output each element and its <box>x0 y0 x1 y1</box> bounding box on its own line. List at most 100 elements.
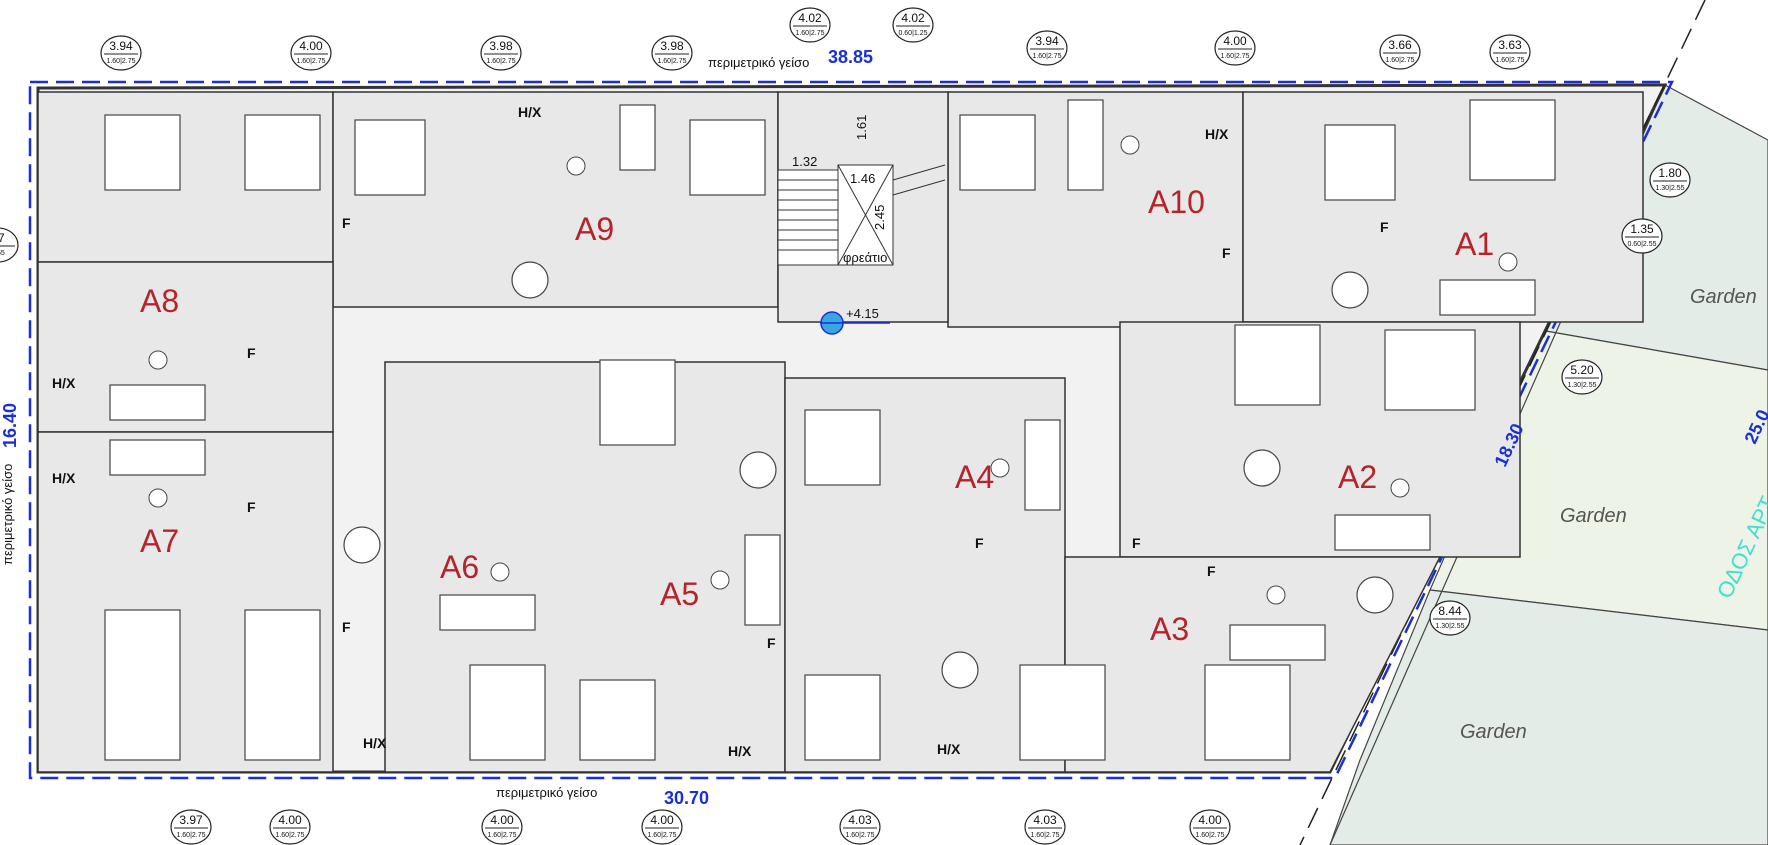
window-tag-size: 1.60|2.75 <box>1220 53 1249 60</box>
unit-label-a2: A2 <box>1338 459 1377 495</box>
window-tag-size: 1.60|2.75 <box>176 832 205 839</box>
window-tag-size: 1.30|2.55 <box>1655 185 1684 192</box>
window-tag-size: 1.60|2.75 <box>1495 57 1524 64</box>
window-tag: 3.63 1.60|2.75 <box>1489 34 1531 70</box>
fridge-marker: F <box>767 635 776 651</box>
window-tag: 972.55 <box>0 227 19 263</box>
window-tag: 3.981.60|2.75 <box>651 35 693 71</box>
window-tag: 3.98 1.60|2.75 <box>480 35 522 71</box>
unit-label-a10: A10 <box>1148 184 1205 220</box>
window-tag-width: 4.00 <box>1198 813 1222 827</box>
fridge-marker: F <box>1132 535 1141 551</box>
hx-marker: H/X <box>518 104 542 120</box>
fridge-marker: F <box>1380 219 1389 235</box>
unit-label-a4: A4 <box>955 459 994 495</box>
window-tag: 4.021.60|2.75 <box>789 7 831 43</box>
window-tag: 1.35 0.60|2.55 <box>1621 218 1663 254</box>
fridge-marker: F <box>975 535 984 551</box>
window-tag-size: 1.30|2.55 <box>1435 623 1464 630</box>
unit-label-a5: A5 <box>660 576 699 612</box>
window-tag-width: 8.44 <box>1438 604 1462 618</box>
window-tag: 4.00 1.60|2.75 <box>481 809 523 845</box>
window-tags-top: 3.941.60|2.754.001.60|2.753.981.60|2.753… <box>100 7 1531 71</box>
window-tag-size: 1.60|2.75 <box>275 832 304 839</box>
garden-label: Garden <box>1560 505 1627 527</box>
garden-label: Garden <box>1460 721 1527 743</box>
window-tag: 4.02 0.60|1.25 <box>892 7 934 43</box>
window-tag-width: 1.35 <box>1630 222 1654 236</box>
dimension-shaft-height: 2.45 <box>872 205 887 230</box>
window-tag-size: 1.60|2.75 <box>1195 832 1224 839</box>
window-tag-width: 97 <box>0 231 5 245</box>
window-tag: 3.94 1.60|2.75 <box>100 35 142 71</box>
hx-marker: H/X <box>363 735 387 751</box>
window-tag-width: 3.63 <box>1498 38 1522 52</box>
window-tag-size: 1.60|2.75 <box>1030 832 1059 839</box>
window-tag-size: 1.60|2.75 <box>106 58 135 65</box>
shaft-label: φρεάτιο <box>843 250 887 265</box>
level-label: +4.15 <box>846 306 879 321</box>
dimension-shaft-width: 1.46 <box>850 171 875 186</box>
dimension-top-total: 38.85 <box>828 47 873 67</box>
fridge-marker: F <box>247 345 256 361</box>
unit-label-a9: A9 <box>575 211 614 247</box>
unit-label-a1: A1 <box>1455 226 1494 262</box>
apartment-rooms <box>37 91 1644 773</box>
window-tag-size: 1.60|2.75 <box>1032 53 1061 60</box>
window-tag-size: 1.30|2.55 <box>1567 382 1596 389</box>
hx-marker: H/X <box>728 743 752 759</box>
unit-label-a7: A7 <box>140 523 179 559</box>
hx-marker: H/X <box>937 741 961 757</box>
window-tag-width: 4.03 <box>1033 813 1057 827</box>
dimension-stair-width: 1.32 <box>792 154 817 169</box>
window-tag-width: 4.00 <box>299 39 323 53</box>
fridge-marker: F <box>342 215 351 231</box>
unit-label-a6: A6 <box>440 549 479 585</box>
dimension-left-side: 16.40 <box>0 403 20 448</box>
window-tag-size: 1.60|2.75 <box>486 58 515 65</box>
window-tag: 8.44 1.30|2.55 <box>1429 600 1471 636</box>
perimeter-eave-bottom: περιμετρικό γείσο <box>496 785 597 800</box>
level-marker <box>820 311 890 335</box>
window-tag-width: 3.94 <box>1035 34 1059 48</box>
garden-label: Garden <box>1690 286 1757 308</box>
window-tag-width: 4.02 <box>798 11 822 25</box>
window-tag: 3.971.60|2.75 <box>170 809 212 845</box>
window-tag-width: 4.00 <box>1223 34 1247 48</box>
hx-marker: H/X <box>52 375 76 391</box>
window-tag-width: 4.00 <box>490 813 514 827</box>
window-tag-width: 4.02 <box>901 11 925 25</box>
window-tag: 4.001.60|2.75 <box>290 35 332 71</box>
window-tag-width: 4.00 <box>650 813 674 827</box>
window-tag-width: 3.98 <box>489 39 513 53</box>
window-tag-size: 1.60|2.75 <box>487 832 516 839</box>
window-tag-size: 1.60|2.75 <box>657 58 686 65</box>
hx-marker: H/X <box>1205 126 1229 142</box>
window-tag: 3.94 1.60|2.75 <box>1026 30 1068 66</box>
furniture <box>104 99 1556 761</box>
perimeter-eave-left: περιμετρικό γείσο <box>0 464 15 565</box>
window-tag-size: 1.60|2.75 <box>647 832 676 839</box>
unit-label-a8: A8 <box>140 283 179 319</box>
window-tag-width: 4.03 <box>848 813 872 827</box>
perimeter-eave-top: περιμετρικό γείσο <box>708 55 809 70</box>
window-tag-width: 1.80 <box>1658 166 1682 180</box>
window-tag: 1.80 1.30|2.55 <box>1649 162 1691 198</box>
hx-marker: H/X <box>52 470 76 486</box>
fridge-marker: F <box>247 499 256 515</box>
fridge-marker: F <box>1207 563 1216 579</box>
window-tag-width: 3.94 <box>109 39 133 53</box>
window-tag: 4.00 1.60|2.75 <box>641 809 683 845</box>
window-tag: 4.00 1.60|2.75 <box>1189 809 1231 845</box>
window-tag: 4.03 1.60|2.75 <box>1024 809 1066 845</box>
fridge-marker: F <box>342 619 351 635</box>
window-tag-size: 0.60|2.55 <box>1627 241 1656 248</box>
window-tag-size: 2.55 <box>0 250 5 257</box>
unit-label-a3: A3 <box>1150 611 1189 647</box>
window-tag: 4.031.60|2.75 <box>839 809 881 845</box>
fridge-marker: F <box>1222 245 1231 261</box>
window-tag: 4.00 1.60|2.75 <box>269 809 311 845</box>
window-tag-size: 0.60|1.25 <box>898 30 927 37</box>
window-tag-width: 4.00 <box>278 813 302 827</box>
